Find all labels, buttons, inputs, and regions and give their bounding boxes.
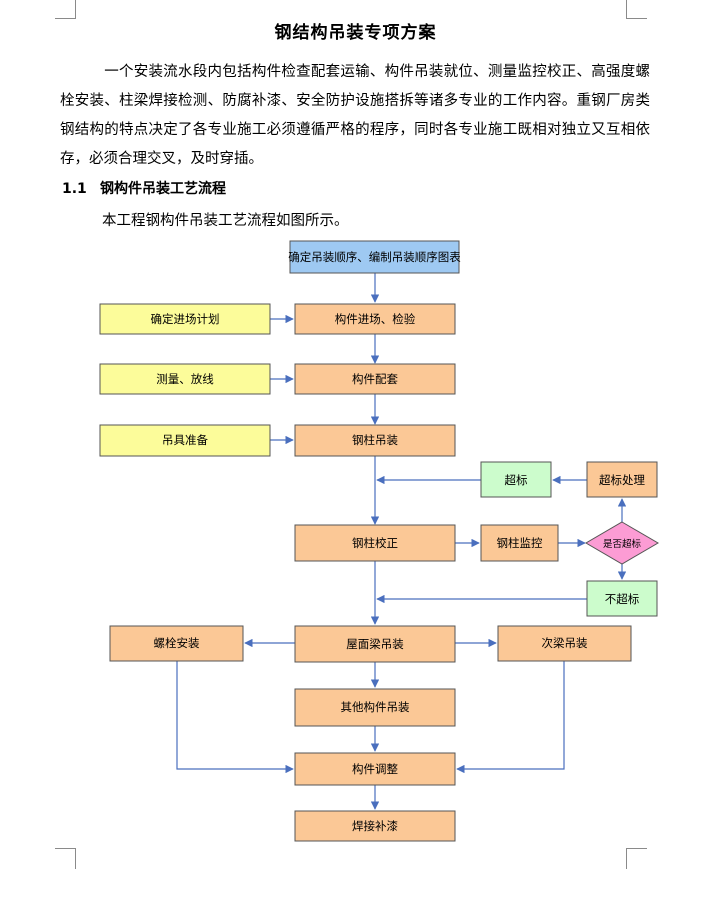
node-exceed: 超标 (480, 461, 552, 498)
svg-text:确定进场计划: 确定进场计划 (151, 312, 220, 326)
crop-mark-bottom-right (626, 848, 647, 869)
node-other: 其他构件吊装 (294, 688, 456, 727)
document-title: 钢结构吊装专项方案 (274, 23, 437, 43)
crop-mark-bottom-left (55, 848, 76, 869)
node-decision: 是否超标 (585, 521, 659, 565)
svg-text:构件配套: 构件配套 (352, 372, 398, 386)
svg-text:构件调整: 构件调整 (352, 762, 398, 776)
node-column-lift: 钢柱吊装 (294, 424, 456, 457)
svg-text:超标处理: 超标处理 (599, 473, 645, 487)
flow-connectors (176, 273, 627, 810)
svg-text:其他构件吊装: 其他构件吊装 (341, 700, 410, 714)
node-column-monitor: 钢柱监控 (480, 524, 559, 562)
paragraph-text: 一个安装流水段内包括构件检查配套运输、构件吊装就位、测量监控校正、高强度螺栓安装… (60, 64, 650, 167)
svg-text:钢柱吊装: 钢柱吊装 (352, 433, 398, 447)
body-paragraph: 一个安装流水段内包括构件检查配套运输、构件吊装就位、测量监控校正、高强度螺栓安装… (60, 58, 650, 174)
svg-text:钢柱监控: 钢柱监控 (497, 536, 543, 550)
section-number: 1.1 (62, 181, 87, 197)
svg-text:测量、放线: 测量、放线 (156, 372, 214, 386)
node-column-correct: 钢柱校正 (294, 524, 456, 562)
node-arrival: 构件进场、检验 (294, 303, 456, 335)
node-bolt: 螺栓安装 (109, 625, 244, 662)
crop-mark-top-left (55, 0, 76, 19)
node-exceed-handle: 超标处理 (586, 461, 658, 498)
svg-text:钢柱校正: 钢柱校正 (352, 536, 398, 550)
node-matching: 构件配套 (294, 363, 456, 395)
flow-nodes: 确定吊装顺序、编制吊装顺序图表 确定进场计划 构件进场、检验 测量、放线 构件配… (99, 240, 659, 842)
node-plan: 确定进场计划 (99, 303, 271, 335)
node-weld: 焊接补漆 (294, 810, 456, 842)
intro-text: 本工程钢构件吊装工艺流程如图所示。 (102, 213, 349, 229)
svg-text:吊具准备: 吊具准备 (162, 433, 208, 447)
arrow-secondary-to-adjust (456, 661, 565, 774)
node-adjust: 构件调整 (294, 752, 456, 786)
svg-text:构件进场、检验: 构件进场、检验 (335, 312, 416, 326)
node-secondary-beam: 次梁吊装 (497, 625, 632, 662)
svg-text:次梁吊装: 次梁吊装 (542, 636, 588, 650)
arrow-bolt-to-adjust (176, 661, 294, 774)
svg-text:确定吊装顺序、编制吊装顺序图表: 确定吊装顺序、编制吊装顺序图表 (288, 250, 461, 264)
svg-text:焊接补漆: 焊接补漆 (352, 819, 398, 833)
node-rigging: 吊具准备 (99, 424, 271, 457)
svg-text:是否超标: 是否超标 (603, 538, 642, 550)
section-heading: 1.1 钢构件吊装工艺流程 (62, 178, 226, 198)
node-not-exceed: 不超标 (586, 580, 658, 617)
svg-text:螺栓安装: 螺栓安装 (154, 636, 200, 650)
node-roof-beam: 屋面梁吊装 (294, 625, 456, 663)
node-start: 确定吊装顺序、编制吊装顺序图表 (288, 240, 461, 274)
svg-text:屋面梁吊装: 屋面梁吊装 (346, 637, 404, 651)
section-title: 钢构件吊装工艺流程 (100, 181, 226, 197)
node-survey: 测量、放线 (99, 363, 271, 395)
crop-mark-top-right (626, 0, 647, 19)
svg-text:超标: 超标 (505, 473, 528, 487)
svg-text:不超标: 不超标 (605, 592, 640, 606)
